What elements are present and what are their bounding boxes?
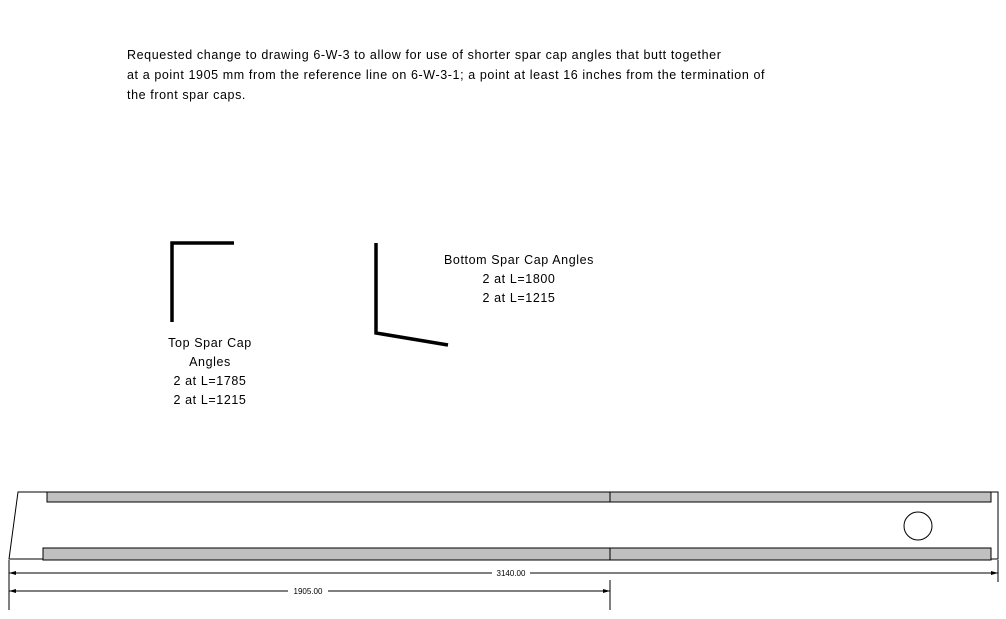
top-cap-inboard: [46, 491, 611, 503]
note-line-1: Requested change to drawing 6-W-3 to all…: [127, 48, 722, 62]
note-line-3: the front spar caps.: [127, 88, 247, 102]
top-angles-label: Top Spar Cap Angles 2 at L=1785 2 at L=1…: [150, 334, 270, 410]
note-line-2: at a point 1905 mm from the reference li…: [127, 68, 766, 82]
bottom-angles-qty-2: 2 at L=1215: [482, 291, 556, 305]
lightening-hole: [903, 511, 933, 541]
top-angles-qty-2: 2 at L=1215: [173, 393, 247, 407]
top-cap-outboard: [609, 491, 992, 503]
overall-dimension-label: 3140.00: [497, 569, 526, 578]
bottom-angles-qty-1: 2 at L=1800: [482, 272, 556, 286]
bottom-angles-label: Bottom Spar Cap Angles 2 at L=1800 2 at …: [424, 251, 614, 308]
bottom-cap-inboard: [42, 547, 611, 561]
top-angles-title-2: Angles: [189, 355, 231, 369]
top-angles-qty-1: 2 at L=1785: [173, 374, 247, 388]
bottom-cap-outboard: [609, 547, 992, 561]
change-request-note: Requested change to drawing 6-W-3 to all…: [127, 45, 765, 105]
bottom-angle-profile: [374, 243, 449, 347]
splice-dimension-label: 1905.00: [294, 587, 323, 596]
top-angle-profile: [170, 241, 234, 322]
bottom-angles-title: Bottom Spar Cap Angles: [443, 253, 595, 267]
top-angles-title: Top Spar Cap: [168, 336, 252, 350]
